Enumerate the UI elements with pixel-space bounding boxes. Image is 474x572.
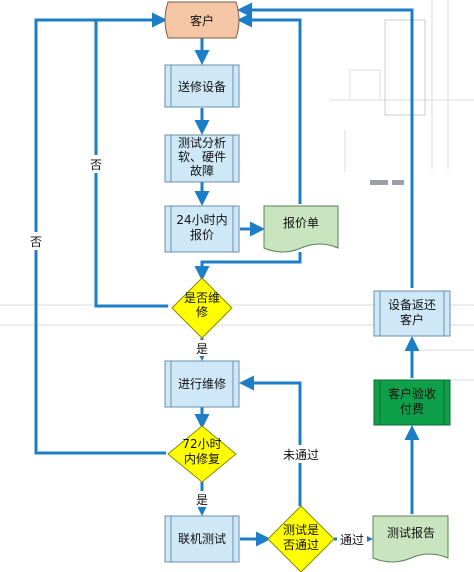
node-label-line: 是否维 [184,291,220,305]
edge-return-to-customer [237,2,414,288]
node-return-device[interactable]: 设备返还客户 [373,290,451,337]
edge-label-passed: 通过 [340,533,364,547]
svg-text:是否维修: 是否维修 [184,291,220,319]
node-label-line: 测试是 [283,522,319,537]
node-label-line: 修 [196,304,208,319]
edge-72h-no-to-customer [34,12,167,455]
node-test-pass-decision[interactable]: 测试是否通过 [267,505,335,572]
edge-sheet-to-customer [237,12,302,204]
svg-text:报价单: 报价单 [283,215,319,230]
edge-label-no-2: 否 [30,235,42,249]
node-repair-decision[interactable]: 是否维修 [171,277,233,339]
node-label-line: 72小时 [182,437,221,451]
edge-label-yes-1: 是 [196,342,208,356]
edge-testpass-no-to-repair [239,375,302,506]
node-label-line: 内修复 [184,451,220,466]
svg-text:测试是否通过: 测试是否通过 [283,522,319,552]
node-label-line: 软、硬件 [178,150,226,164]
edge-labels: 否 否 是 是 未通过 通过 [28,155,367,547]
node-label-line: 客户 [190,13,214,28]
svg-text:测试分析软、硬件故障: 测试分析软、硬件故障 [178,135,226,178]
node-label-line: 付费 [400,402,424,416]
node-quote-24h[interactable]: 24小时内报价 [164,205,240,253]
node-label-line: 报价单 [283,215,319,230]
svg-text:24小时内报价: 24小时内报价 [176,213,227,242]
node-acceptance[interactable]: 客户验收付费 [373,379,451,426]
edge-label-not-passed: 未通过 [283,448,319,462]
node-label-line: 联机测试 [178,531,226,546]
node-label-line: 否通过 [283,538,319,552]
edge-decision-no-to-customer [94,12,168,308]
edge-sheet-to-decision [194,252,302,281]
svg-text:测试报告: 测试报告 [387,525,435,540]
edge-label-no-1: 否 [90,158,102,172]
node-customer[interactable]: 客户 [164,1,240,39]
svg-text:联机测试: 联机测试 [178,531,226,546]
node-label-line: 24小时内 [176,213,227,227]
node-label-line: 客户验收 [388,386,436,401]
svg-text:设备返还客户: 设备返还客户 [388,298,436,327]
node-test-report[interactable]: 测试报告 [372,515,449,563]
svg-text:72小时内修复: 72小时内修复 [182,437,221,466]
node-label-line: 测试分析 [178,135,226,150]
node-send-repair[interactable]: 送修设备 [164,64,240,108]
node-label-line: 测试报告 [387,525,435,540]
svg-text:进行维修: 进行维修 [178,376,226,391]
svg-text:客户验收付费: 客户验收付费 [388,386,436,416]
chip-decoration [370,19,426,185]
node-label-line: 客户 [400,312,424,327]
edge-label-yes-2: 是 [196,493,208,507]
node-label-line: 设备返还 [388,298,436,312]
node-label-line: 报价 [190,227,214,242]
svg-text:送修设备: 送修设备 [178,79,226,94]
node-72h-decision[interactable]: 72小时内修复 [167,425,237,483]
node-label-line: 送修设备 [178,79,226,94]
node-label-line: 进行维修 [178,376,226,391]
node-analyze[interactable]: 测试分析软、硬件故障 [164,134,240,183]
node-joint-test[interactable]: 联机测试 [164,515,240,563]
svg-text:客户: 客户 [190,13,214,28]
node-label-line: 故障 [190,163,214,178]
node-quote-sheet[interactable]: 报价单 [263,205,339,253]
node-do-repair[interactable]: 进行维修 [164,360,240,408]
